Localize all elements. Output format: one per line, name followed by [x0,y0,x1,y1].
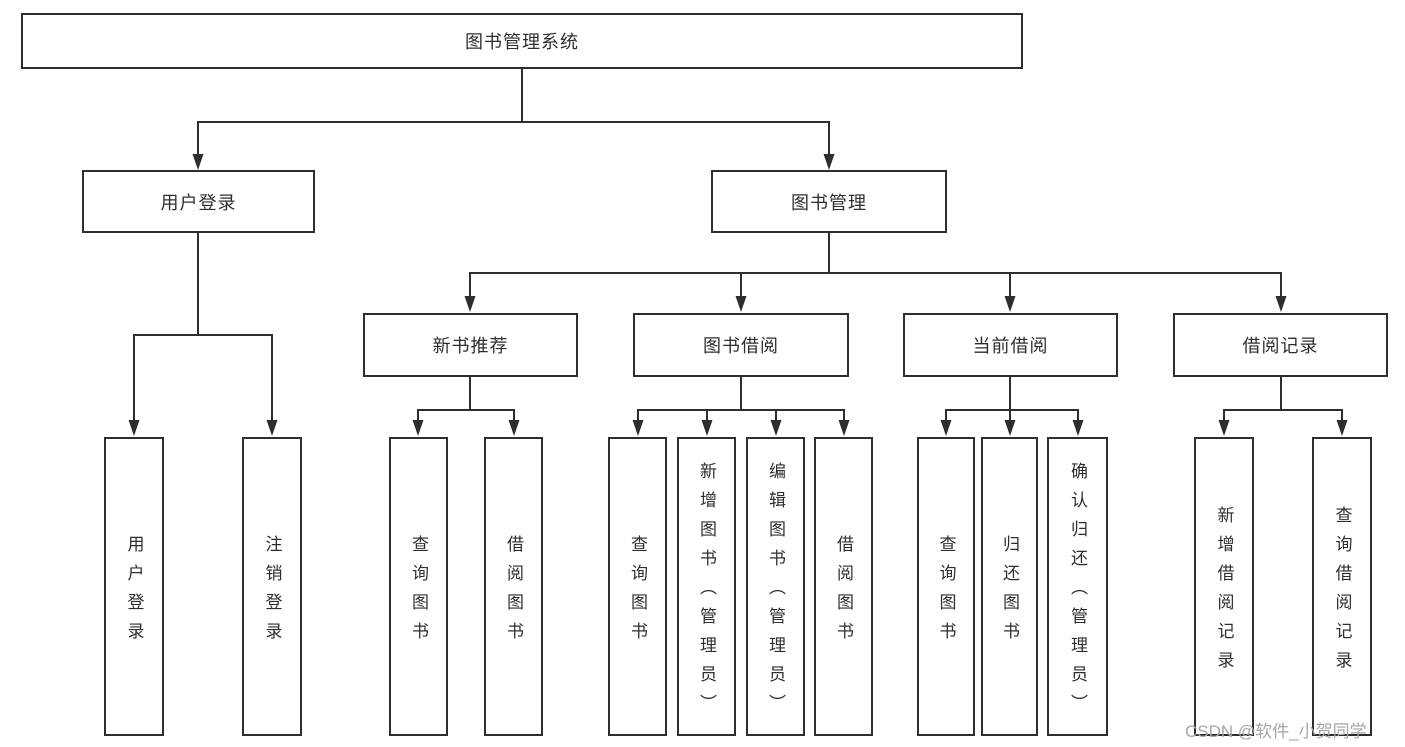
node-user-login: 用户登录 [82,170,315,233]
branch-root [197,68,830,155]
leaf-user-login-label: 用户登录 [124,534,144,651]
node-borrow-records-label: 借阅记录 [1242,336,1319,356]
leaf-borrow-book-recommend: 借阅图书 [484,437,543,736]
leaf-add-borrow-record: 新增借阅记录 [1194,437,1254,736]
leaf-add-book-admin: 新增图书（管理员） [677,437,736,736]
branch-borrow-records [1223,377,1343,421]
node-user-login-label: 用户登录 [160,192,237,213]
node-book-borrow-label: 图书借阅 [703,336,779,356]
node-book-borrow: 图书借阅 [633,313,849,377]
node-new-book-recommend-label: 新书推荐 [432,336,509,356]
leaf-query-borrow-record: 查询借阅记录 [1312,437,1372,736]
leaf-borrow-book: 借阅图书 [814,437,873,736]
node-current-borrow-label: 当前借阅 [972,336,1049,356]
leaf-query-borrow-record-label: 查询借阅记录 [1332,505,1352,680]
leaf-query-book-recommend-label: 查询图书 [409,534,428,651]
leaf-logout-login-label: 注销登录 [262,534,282,651]
branch-user-login [133,233,273,421]
leaf-query-book-recommend: 查询图书 [389,437,448,736]
branch-book-management [469,233,1282,297]
node-book-management-label: 图书管理 [791,192,867,213]
branch-book-borrow [637,377,845,421]
leaf-return-book-label: 归还图书 [1000,534,1019,651]
node-root: 图书管理系统 [21,13,1023,69]
leaf-query-book-borrow-label: 查询图书 [628,534,647,651]
leaf-confirm-return-admin-label: 确认归还（管理员） [1068,462,1087,723]
leaf-confirm-return-admin: 确认归还（管理员） [1047,437,1108,736]
leaf-return-book: 归还图书 [981,437,1038,736]
leaf-edit-book-admin: 编辑图书（管理员） [746,437,805,736]
node-current-borrow: 当前借阅 [903,313,1118,377]
arrowheads [128,154,1348,436]
leaf-user-login: 用户登录 [104,437,164,736]
leaf-query-book-current: 查询图书 [917,437,975,736]
branch-current-borrow [945,377,1079,421]
leaf-borrow-book-recommend-label: 借阅图书 [504,534,523,651]
node-book-management: 图书管理 [711,170,947,233]
leaf-edit-book-admin-label: 编辑图书（管理员） [766,462,785,723]
node-borrow-records: 借阅记录 [1173,313,1388,377]
branch-new-book-recommend [417,377,515,421]
leaf-query-book-borrow: 查询图书 [608,437,667,736]
csdn-watermark: CSDN @软件_小贺同学 [1185,722,1367,741]
leaf-query-book-current-label: 查询图书 [936,534,956,651]
leaf-borrow-book-label: 借阅图书 [834,534,853,651]
node-new-book-recommend: 新书推荐 [363,313,578,377]
leaf-add-book-admin-label: 新增图书（管理员） [697,462,716,723]
leaf-logout-login: 注销登录 [242,437,302,736]
node-root-label: 图书管理系统 [465,32,579,52]
leaf-add-borrow-record-label: 新增借阅记录 [1214,505,1234,680]
